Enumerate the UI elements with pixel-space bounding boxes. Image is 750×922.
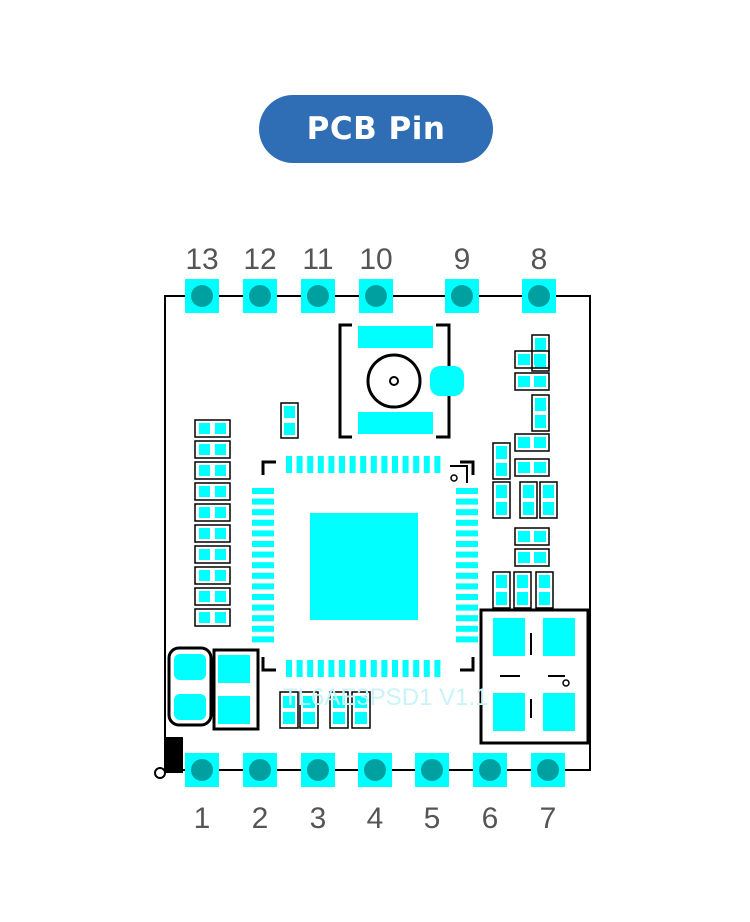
pin-4: 4 — [358, 753, 392, 835]
pin-number-label: 11 — [302, 243, 333, 276]
chip-thermal-pad — [310, 513, 418, 620]
pin-5: 5 — [415, 753, 449, 835]
pin-number-label: 2 — [252, 802, 269, 835]
pin-number-label: 10 — [359, 243, 392, 276]
pin-number-label: 9 — [454, 243, 471, 276]
pin1-marker — [154, 737, 183, 779]
pin-number-label: 4 — [367, 802, 384, 835]
main-chip — [252, 456, 478, 677]
capacitor-small — [280, 402, 299, 439]
inductor-bottom-left — [167, 646, 260, 731]
pin-12: 12 — [243, 243, 277, 313]
silkscreen-label: TL6AE3PSD1 V1.1 — [283, 684, 488, 711]
pin-1: 1 — [185, 753, 219, 835]
pin-number-label: 3 — [310, 802, 327, 835]
pin-number-label: 13 — [185, 243, 218, 276]
title-badge: PCB Pin — [259, 95, 493, 163]
resistor-column-left — [194, 419, 231, 627]
rf-connector — [338, 323, 464, 439]
small-caps-bottom — [279, 691, 371, 729]
pin-number-label: 7 — [540, 802, 557, 835]
top-pin-row: 13 12 11 10 9 8 — [185, 243, 556, 313]
pin-3: 3 — [301, 753, 335, 835]
pin-11: 11 — [301, 243, 335, 313]
pin-2: 2 — [243, 753, 277, 835]
crystal-oscillator — [479, 608, 590, 745]
pin-6: 6 — [473, 753, 507, 835]
bottom-pin-row: 1 2 3 4 5 6 7 — [185, 753, 565, 835]
pin-7: 7 — [531, 753, 565, 835]
pin-number-label: 6 — [482, 802, 499, 835]
pin-9: 9 — [445, 243, 479, 313]
pin-number-label: 1 — [194, 802, 211, 835]
pin-13: 13 — [185, 243, 219, 313]
pin-10: 10 — [359, 243, 393, 313]
pin-number-label: 5 — [424, 802, 441, 835]
component-cluster-right — [492, 334, 558, 609]
pin-number-label: 8 — [531, 243, 548, 276]
pin-8: 8 — [522, 243, 556, 313]
pin-number-label: 12 — [243, 243, 276, 276]
